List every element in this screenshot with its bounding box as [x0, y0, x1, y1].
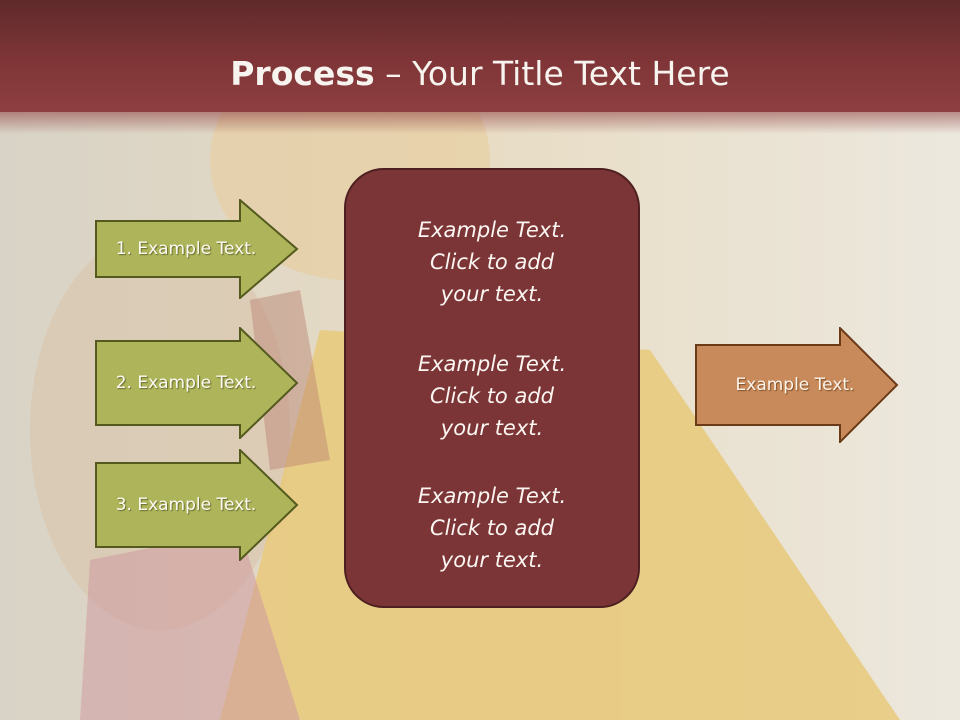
center-paragraph-3[interactable]: Example Text. Click to add your text. [346, 480, 638, 576]
paragraph-line: your text. [440, 416, 544, 440]
center-paragraph-1[interactable]: Example Text. Click to add your text. [346, 214, 638, 310]
result-label: Example Text. [735, 375, 855, 395]
arrow-shape [95, 197, 299, 301]
title-dash: – [374, 54, 413, 93]
paragraph-line: Click to add [429, 384, 554, 408]
arrow-shape [95, 447, 299, 563]
title-bold-text: Process [230, 54, 375, 93]
arrow-shape [695, 325, 899, 445]
process-step-arrow-3[interactable]: 3. Example Text. [95, 447, 300, 563]
process-step-arrow-2[interactable]: 2. Example Text. [95, 325, 300, 441]
process-step-arrow-1[interactable]: 1. Example Text. [95, 197, 300, 301]
step-label: 3. Example Text. [115, 495, 257, 515]
result-arrow[interactable]: Example Text. [695, 325, 900, 445]
paragraph-line: Click to add [429, 250, 554, 274]
paragraph-line: Example Text. [417, 352, 567, 376]
step-label: 2. Example Text. [115, 373, 257, 393]
paragraph-line: Click to add [429, 516, 554, 540]
center-paragraph-2[interactable]: Example Text. Click to add your text. [346, 348, 638, 444]
arrow-shape [95, 325, 299, 441]
paragraph-line: Example Text. [417, 484, 567, 508]
paragraph-line: your text. [440, 282, 544, 306]
paragraph-line: your text. [440, 548, 544, 572]
center-text-box[interactable]: Example Text. Click to add your text. Ex… [344, 168, 640, 608]
title-rest-text: Your Title Text Here [412, 54, 730, 93]
slide-title[interactable]: Process – Your Title Text Here [0, 48, 960, 100]
paragraph-line: Example Text. [417, 218, 567, 242]
step-label: 1. Example Text. [115, 239, 257, 259]
title-bar-fade [0, 112, 960, 134]
title-bar [0, 0, 960, 112]
